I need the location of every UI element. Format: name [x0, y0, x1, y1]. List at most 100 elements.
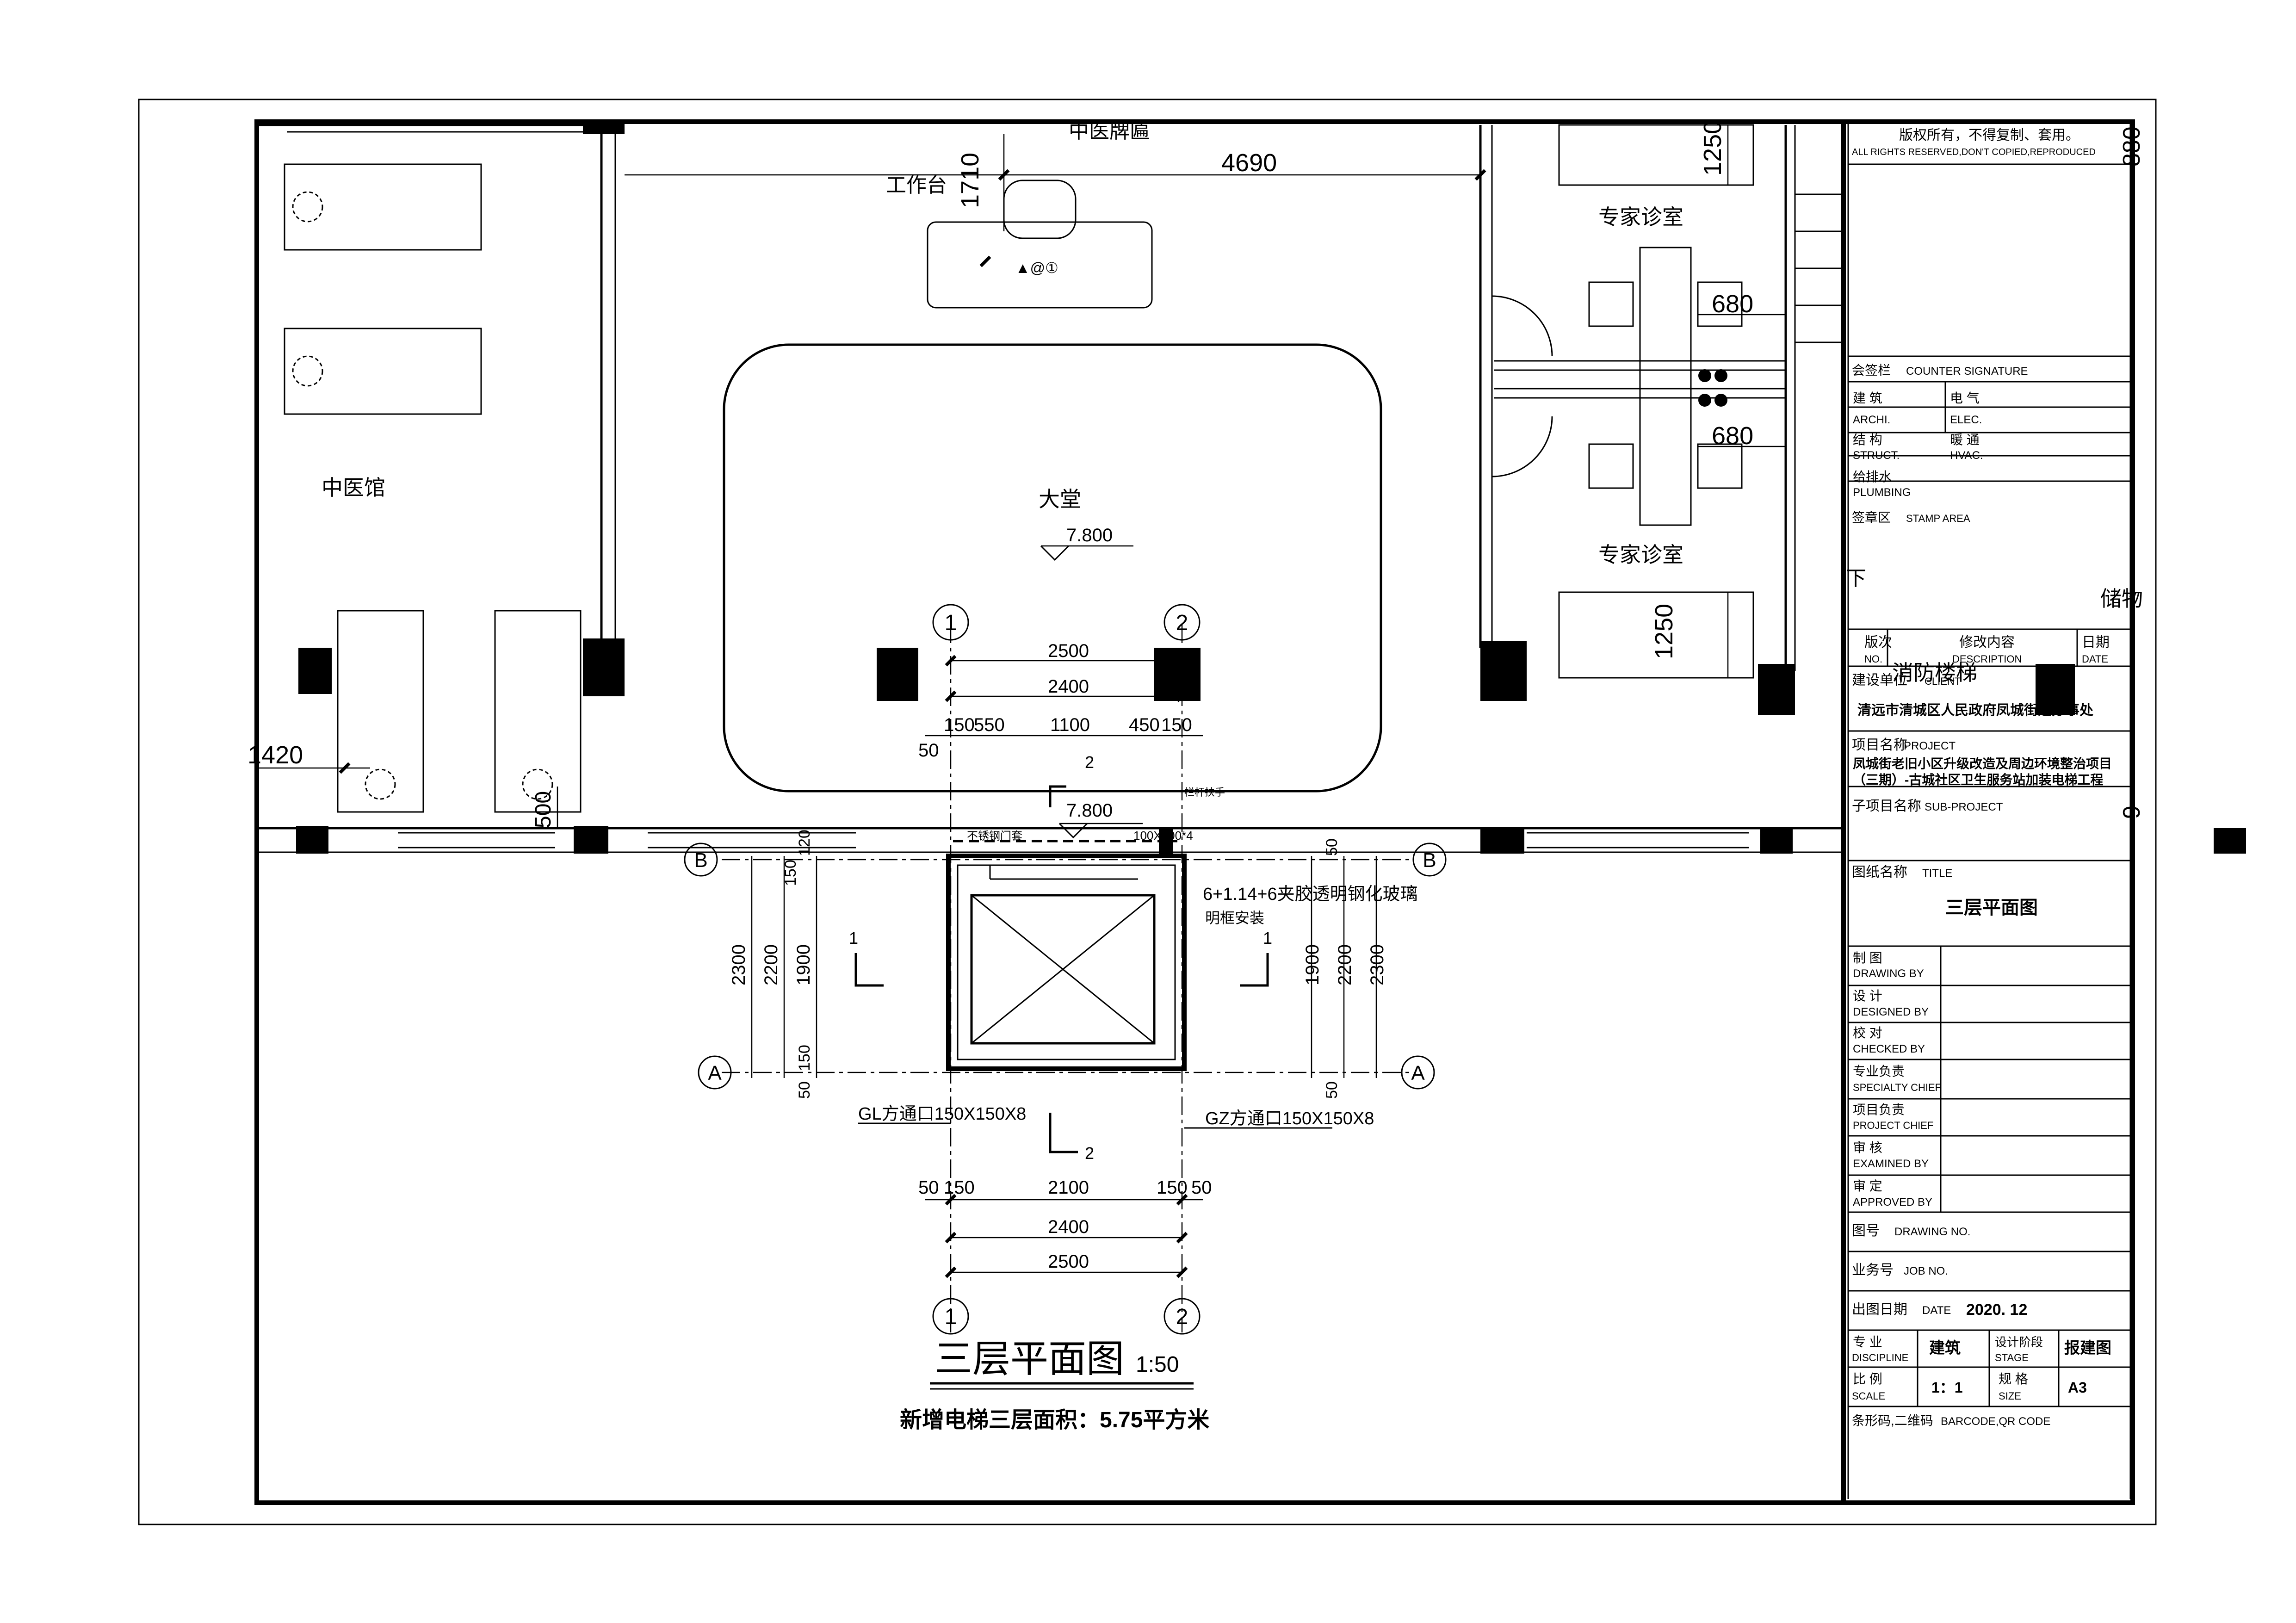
dim-right-2300: 2300 [1367, 944, 1387, 985]
axis-bubbles [684, 604, 1447, 1335]
dim-4690: 4690 [1221, 149, 1277, 177]
tb-size: A3 [2068, 1379, 2087, 1396]
tb-specialty-en: SPECIALTY CHIEF [1853, 1082, 1941, 1093]
tb-hvac: 暖 通 [1950, 433, 1980, 447]
room-label-plaque: 中医牌匾 [1069, 120, 1150, 142]
dim-left-2200: 2200 [761, 944, 781, 985]
tb-drawing-no: 图号 [1852, 1223, 1880, 1239]
tb-project-chief-en: PROJECT CHIEF [1853, 1120, 1933, 1131]
tb-copyright: 版权所有，不得复制、套用。 [1899, 128, 2079, 143]
dim-1250-bottom: 1250 [1650, 604, 1678, 659]
railing-note: 栏杆扶手 [1184, 787, 1225, 798]
tb-job-no-en: JOB NO. [1904, 1265, 1948, 1277]
tb-discipline-label-en: DISCIPLINE [1852, 1352, 1908, 1363]
section-2-bottom: 2 [1085, 1144, 1094, 1163]
tb-date-label: 出图日期 [1852, 1302, 1907, 1317]
drawing-scale: 1:50 [1136, 1352, 1179, 1377]
lobby-outline [723, 343, 1382, 793]
dim-bot-2500: 2500 [1048, 1251, 1089, 1272]
tb-barcode-en: BARCODE,QR CODE [1941, 1415, 2050, 1428]
gl-note: GL方通口150X150X8 [858, 1104, 1026, 1124]
tb-approved: 审 定 [1853, 1179, 1882, 1193]
axis-b-right: B [1423, 849, 1436, 872]
tb-project-label: 项目名称 [1852, 737, 1907, 753]
axis-b-left: B [694, 849, 707, 872]
dim-left-150a: 150 [782, 860, 799, 886]
section-100-note: 100X100*4 [1133, 829, 1193, 842]
tb-specialty: 专业负责 [1853, 1064, 1905, 1078]
tb-counter-signature-en: COUNTER SIGNATURE [1906, 365, 2028, 378]
tb-examined-en: EXAMINED BY [1853, 1158, 1929, 1170]
tb-counter-signature: 会签栏 [1852, 363, 1891, 378]
dim-9: 9 [2118, 805, 2145, 819]
dim-right-50a: 50 [1323, 838, 1341, 856]
dimension-lines [259, 125, 1786, 1273]
dim-500: 500 [531, 791, 556, 828]
dim-top-1100: 1100 [1050, 715, 1090, 735]
dim-right-1900: 1900 [1302, 944, 1323, 985]
tb-rev-no-en: NO. [1864, 653, 1882, 665]
tb-title: 三层平面图 [1945, 898, 2038, 918]
dim-left-120: 120 [796, 830, 813, 856]
tb-subproject-label-en: SUB-PROJECT [1925, 801, 2003, 813]
tb-date-label-en: DATE [1922, 1304, 1951, 1317]
tb-project-line2: （三期）-古城社区卫生服务站加装电梯工程 [1853, 772, 2103, 787]
reception-desk [927, 221, 1153, 309]
tb-stage-label-en: STAGE [1995, 1352, 2029, 1363]
dim-right-2200: 2200 [1335, 944, 1355, 985]
dimension-ticks [339, 169, 1486, 1278]
tb-barcode: 条形码,二维码 [1852, 1413, 1933, 1428]
axis-a-right: A [1411, 1062, 1425, 1084]
tb-copyright-en: ALL RIGHTS RESERVED,DON'T COPIED,REPRODU… [1852, 147, 2096, 157]
tb-rev-desc: 修改内容 [1959, 635, 2015, 650]
room-label-reception: 工作台 [886, 174, 947, 197]
dim-bot-150a: 150 [944, 1177, 975, 1198]
tb-title-label-en: TITLE [1922, 867, 1952, 880]
dim-left-2300: 2300 [729, 944, 749, 985]
tb-date: 2020. 12 [1966, 1301, 2027, 1319]
dim-top-150b: 150 [1161, 715, 1192, 735]
steel-door-note: 不锈钢门套 [967, 830, 1022, 842]
tb-stamp-en: STAMP AREA [1906, 513, 1970, 524]
tb-rev-date: 日期 [2082, 635, 2110, 650]
area-note: 新增电梯三层面积：5.75平方米 [900, 1408, 1209, 1432]
tb-elec: 电 气 [1950, 391, 1980, 405]
tb-scale: 1：1 [1931, 1379, 1963, 1396]
tb-project-label-en: PROJECT [1904, 740, 1956, 752]
dim-top-150a: 150 [944, 715, 975, 735]
lobby-level-marker [1040, 545, 1070, 561]
reception-chair [1003, 180, 1077, 239]
tb-plumbing: 给排水 [1853, 470, 1892, 484]
tcm-beds [284, 163, 582, 813]
tb-checked-en: CHECKED BY [1853, 1043, 1925, 1055]
tb-drawn: 制 图 [1853, 951, 1882, 965]
dim-1710: 1710 [956, 153, 984, 208]
tb-client-label-en: CLIENT [1925, 675, 1961, 687]
title-block-grid [1847, 123, 2131, 1499]
tb-hvac-en: HVAC. [1950, 449, 1983, 462]
inner-drawing-border [254, 119, 2135, 1505]
tb-client: 清远市清城区人民政府凤城街道办事处 [1857, 702, 2093, 718]
tb-archi-en: ARCHI. [1853, 414, 1890, 426]
axis-lines [722, 625, 1411, 1332]
tb-stage: 报建图 [2064, 1339, 2111, 1357]
tb-struct-en: STRUCT. [1853, 449, 1900, 462]
section-1-right: 1 [1263, 929, 1272, 948]
tb-project-line1: 凤城街老旧小区升级改造及周边环境整治项目 [1853, 756, 2112, 771]
room-label-fire-stair: 消防楼梯 [1892, 661, 1977, 685]
tb-size-label: 规 格 [1999, 1372, 2028, 1386]
dim-1420: 1420 [248, 741, 303, 769]
tb-designed-en: DESIGNED BY [1853, 1006, 1929, 1018]
dim-top-2500: 2500 [1048, 641, 1089, 661]
dim-top-450: 450 [1129, 715, 1160, 735]
section-1-left: 1 [849, 929, 858, 948]
tb-stage-label: 设计阶段 [1995, 1335, 2043, 1349]
tb-checked: 校 对 [1853, 1026, 1882, 1040]
tb-examined: 审 核 [1853, 1140, 1882, 1155]
tb-project-chief: 项目负责 [1853, 1103, 1905, 1117]
dim-right-50b: 50 [1323, 1081, 1341, 1099]
tb-title-label: 图纸名称 [1852, 865, 1907, 880]
tb-struct: 结 构 [1853, 433, 1882, 447]
outer-sheet-border [138, 99, 2157, 1525]
